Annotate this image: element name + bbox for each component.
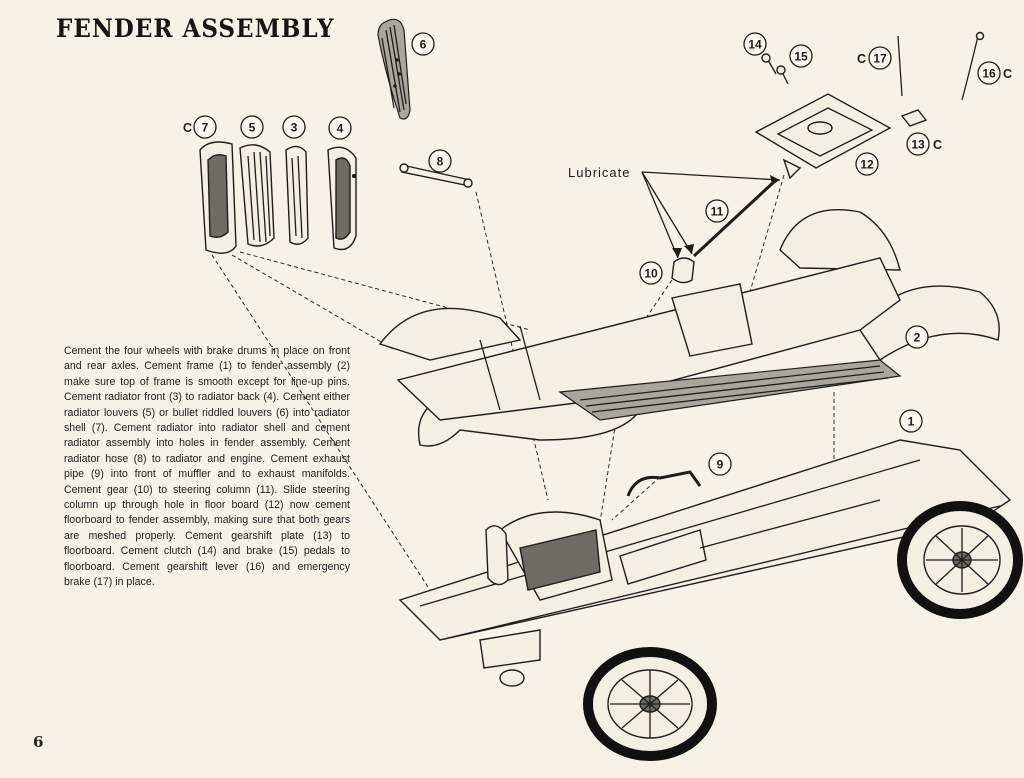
callout-5: 5: [240, 115, 264, 139]
callout-11: 11: [705, 199, 729, 223]
callout-17: C 17: [857, 46, 892, 70]
callout-2: 2: [905, 325, 929, 349]
page-title: FENDER ASSEMBLY: [56, 14, 335, 44]
callout-17-suffix: C: [857, 52, 866, 66]
chassis-frame-part: [398, 439, 1012, 687]
svg-text:13: 13: [911, 138, 925, 152]
pedals-and-levers: [761, 31, 985, 101]
callout-14: 14: [743, 32, 767, 56]
page-number: 6: [33, 733, 44, 751]
callout-16: 16 C: [977, 61, 1012, 85]
front-wheel: [583, 647, 717, 761]
callout-16-suffix: C: [1003, 67, 1012, 81]
svg-text:12: 12: [860, 158, 874, 172]
rear-wheel: [897, 501, 1023, 619]
svg-text:15: 15: [794, 50, 808, 64]
svg-text:9: 9: [717, 458, 724, 472]
svg-text:11: 11: [711, 205, 724, 219]
instruction-text: Cement the four wheels with brake drums …: [64, 345, 350, 589]
callout-4: 4: [328, 116, 352, 140]
fender-assembly-part: [378, 208, 1000, 447]
radiator-hose-part: [399, 163, 473, 188]
svg-text:6: 6: [420, 38, 427, 52]
floorboard-part: [754, 93, 928, 180]
svg-text:8: 8: [437, 155, 444, 169]
svg-text:3: 3: [291, 121, 298, 135]
callout-12: 12: [855, 152, 879, 176]
svg-text:10: 10: [644, 267, 658, 281]
callout-10: 10: [639, 261, 663, 285]
svg-text:4: 4: [337, 122, 344, 136]
svg-text:5: 5: [249, 121, 256, 135]
lubricate-label: Lubricate: [568, 165, 630, 180]
svg-text:2: 2: [914, 331, 921, 345]
callout-7-suffix: C: [183, 121, 192, 135]
callout-8: 8: [428, 149, 452, 173]
callout-6: 6: [411, 32, 435, 56]
bullet-louvers-part: [377, 18, 411, 120]
exhaust-pipe-part: [626, 470, 702, 497]
callout-9: 9: [708, 452, 732, 476]
callout-3: 3: [282, 115, 306, 139]
svg-text:14: 14: [748, 38, 762, 52]
svg-text:1: 1: [908, 415, 915, 429]
svg-text:16: 16: [982, 67, 996, 81]
callout-13: 13 C: [906, 132, 942, 156]
callout-15: 15: [789, 44, 813, 68]
lubricate-annotation: Lubricate: [568, 165, 781, 259]
svg-text:17: 17: [873, 52, 887, 66]
callout-1: 1: [899, 409, 923, 433]
callout-13-suffix: C: [933, 138, 942, 152]
callout-7: C 7: [183, 115, 217, 139]
steering-column-part: [671, 178, 778, 284]
svg-text:7: 7: [202, 121, 209, 135]
radiator-parts: [199, 141, 357, 254]
